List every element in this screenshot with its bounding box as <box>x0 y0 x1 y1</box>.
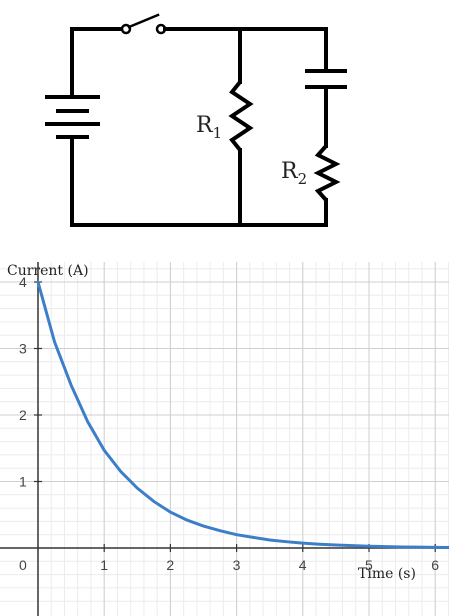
y-tick-label: 4 <box>19 274 27 290</box>
grid-major <box>0 262 449 616</box>
x-tick-label: 1 <box>100 557 108 573</box>
capacitor <box>305 69 347 89</box>
x-tick-label: 2 <box>166 557 174 573</box>
y-tick-label: 3 <box>19 341 27 357</box>
r1-letter: R <box>196 113 214 138</box>
resistor-r2 <box>313 144 341 202</box>
y-tick-label: 1 <box>19 474 27 490</box>
x-tick-label: 5 <box>365 557 373 573</box>
x-axis-label: Time (s) <box>358 566 416 582</box>
resistor-r1 <box>228 80 254 152</box>
axes <box>0 262 449 616</box>
tick-labels: 0 1 2 3 4 5 6 1 2 3 4 <box>19 274 439 573</box>
battery <box>45 95 100 139</box>
r2-subscript: 2 <box>298 170 308 188</box>
x-tick-label: 6 <box>431 557 439 573</box>
y-axis-label: Current (A) <box>7 263 89 279</box>
y-tick-label: 2 <box>19 407 27 423</box>
current-curve <box>36 280 449 549</box>
x-tick-label: 0 <box>19 557 27 573</box>
x-tick-label: 3 <box>233 557 241 573</box>
switch-lever <box>127 13 160 29</box>
x-tick-label: 4 <box>299 557 307 573</box>
circuit-diagram <box>70 13 328 227</box>
r2-label: R2 <box>281 159 307 188</box>
grid-minor <box>0 262 449 616</box>
graph: 0 1 2 3 4 5 6 1 2 3 4 Current (A) Time (s) <box>0 262 449 616</box>
r1-label: R1 <box>196 113 222 142</box>
r2-letter: R <box>281 159 299 184</box>
r1-subscript: 1 <box>213 124 223 142</box>
